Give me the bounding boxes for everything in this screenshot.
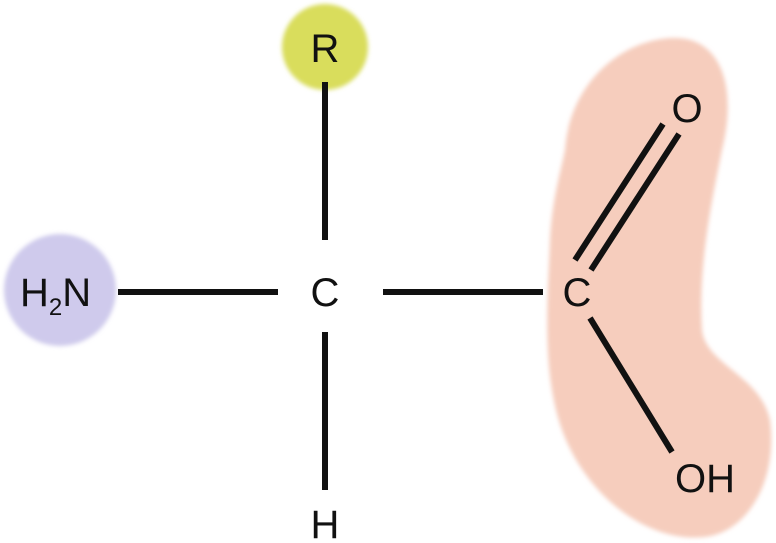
amino-group-highlight <box>4 234 116 346</box>
alpha-carbon-label: C <box>311 271 340 315</box>
double-bond-carbonyl-line-1 <box>572 122 666 262</box>
carboxyl-group-highlight <box>547 38 772 538</box>
hydroxyl-label: OH <box>675 457 735 501</box>
bond-carboxyl-carbon-to-hydroxyl <box>587 316 675 454</box>
carbonyl-oxygen-label: O <box>671 87 702 131</box>
amino-group-label: H2N <box>20 271 91 321</box>
amino-h-label: H <box>20 271 49 315</box>
amino-subscript-label: 2 <box>49 294 62 321</box>
r-group-highlight <box>282 4 368 90</box>
hydrogen-label: H <box>311 503 340 543</box>
amino-n-label: N <box>62 271 91 315</box>
double-bond-carbonyl-line-2 <box>588 132 682 272</box>
carboxyl-carbon-label: C <box>563 271 592 315</box>
r-group-label: R <box>311 27 340 71</box>
